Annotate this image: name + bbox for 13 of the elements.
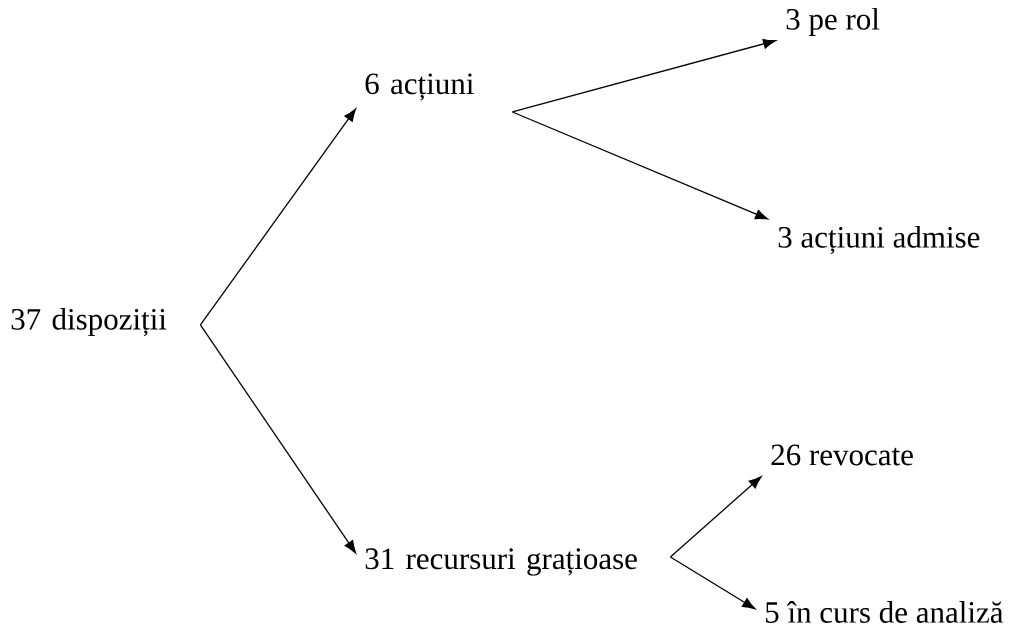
node-label: 26 revocate [771, 444, 913, 466]
arrow [669, 556, 756, 610]
arrow [199, 108, 357, 326]
arrow [511, 38, 776, 113]
node-label: 3 pe rol [786, 7, 880, 37]
node-label: 37 dispoziții [11, 307, 167, 337]
node-label: 3 acțiuni admise [778, 225, 980, 255]
arrow [199, 324, 357, 554]
node-label: 5 în curs de analiză [766, 601, 1004, 623]
arrow [511, 111, 769, 220]
node-label: 31 recursuri grațioase [365, 548, 637, 576]
arrow [669, 476, 762, 558]
node-label: 6 acțiuni [365, 73, 474, 101]
